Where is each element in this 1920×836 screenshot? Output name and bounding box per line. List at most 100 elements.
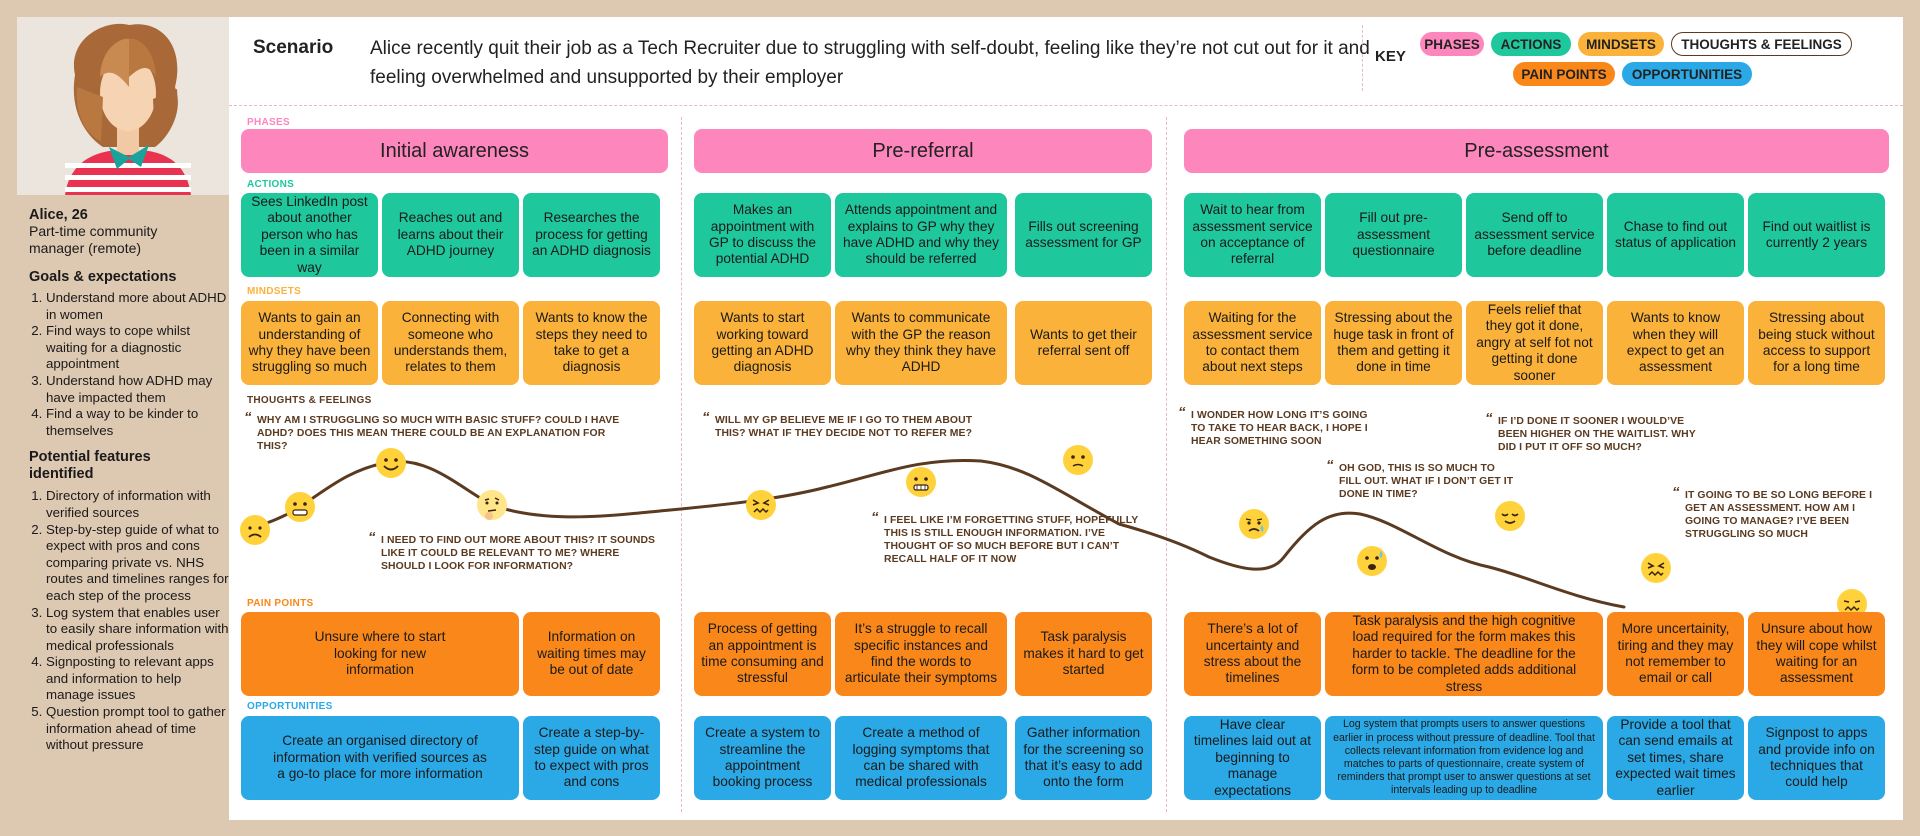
thought-quote: “Why am I struggling so much with basic … <box>244 409 620 452</box>
opportunity-card: Gather information for the screening so … <box>1015 716 1152 800</box>
stressed-face-icon <box>1837 589 1867 619</box>
key-opportunities: OPPORTUNITIES <box>1622 62 1752 86</box>
section-label-phases: PHASES <box>247 117 290 128</box>
thought-text: Why am I struggling so much with basic s… <box>257 415 620 452</box>
thought-text: I wonder how long it’s going to take to … <box>1191 410 1368 447</box>
action-card: Reaches out and learns about their ADHD … <box>382 193 519 277</box>
opportunity-card: Create a step-by-step guide on what to e… <box>523 716 660 800</box>
phase-pre-assessment: Pre-assessment <box>1184 129 1889 173</box>
action-card: Sees LinkedIn post about another person … <box>241 193 378 277</box>
mindset-card: Connecting with someone who understands … <box>382 301 519 385</box>
persona-details: Alice, 26 Part-time community manager (r… <box>29 207 229 754</box>
feature-item: Step-by-step guide of what to expect wit… <box>46 522 229 605</box>
action-card: Find out waitlist is currently 2 years <box>1748 193 1885 277</box>
thought-quote: “Will my GP believe me if I go to them a… <box>702 409 973 439</box>
sad-face-icon <box>240 515 270 545</box>
persona-panel: Alice, 26 Part-time community manager (r… <box>17 17 229 820</box>
scenario-text: Alice recently quit their job as a Tech … <box>370 38 1370 88</box>
pain-point-card: Unsure where to start looking for new in… <box>241 612 519 696</box>
phase-divider-1 <box>681 117 682 812</box>
section-label-pain-points: PAIN POINTS <box>247 598 314 609</box>
opportunity-card: Log system that prompts users to answer … <box>1325 716 1603 800</box>
goal-item: Find ways to cope whilst waiting for a d… <box>46 323 229 373</box>
opportunity-card: Signpost to apps and provide info on tec… <box>1748 716 1885 800</box>
pain-point-card: Task paralysis and the high cognitive lo… <box>1325 612 1603 696</box>
features-list: Directory of information with verified s… <box>29 488 229 754</box>
thought-quote: “I need to find out more about this? It … <box>368 529 656 572</box>
mindset-card: Wants to start working toward getting an… <box>694 301 831 385</box>
key-actions: ACTIONS <box>1491 32 1571 56</box>
smile-face-icon <box>376 448 406 478</box>
header-separator <box>229 105 1903 106</box>
key-label: KEY <box>1375 48 1406 65</box>
section-label-mindsets: MINDSETS <box>247 286 302 297</box>
action-card: Makes an appointment with GP to discuss … <box>694 193 831 277</box>
goal-item: Understand more about ADHD in women <box>46 290 229 323</box>
feature-item: Signposting to relevant apps and informa… <box>46 654 229 704</box>
section-label-opportunities: OPPORTUNITIES <box>247 701 333 712</box>
thought-text: Will my GP believe me if I go to them ab… <box>715 415 973 439</box>
stressed-face-icon <box>1641 553 1671 583</box>
thought-text: Oh god, this is so much to fill out. Wha… <box>1339 463 1514 500</box>
mindset-card: Stressing about being stuck without acce… <box>1748 301 1885 385</box>
mindset-card: Wants to get their referral sent off <box>1015 301 1152 385</box>
action-card: Attends appointment and explains to GP w… <box>835 193 1007 277</box>
mindset-card: Wants to communicate with the GP the rea… <box>835 301 1007 385</box>
pain-point-card: Task paralysis makes it hard to get star… <box>1015 612 1152 696</box>
grimace-face-icon <box>906 467 936 497</box>
pain-point-card: Process of getting an appointment is tim… <box>694 612 831 696</box>
thought-text: If I’d done it sooner I would’ve been hi… <box>1498 416 1696 453</box>
action-card: Researches the process for getting an AD… <box>523 193 660 277</box>
persona-name: Alice, 26 <box>29 207 88 223</box>
action-card: Chase to find out status of application <box>1607 193 1744 277</box>
anxious-sweat-face-icon <box>1357 546 1387 576</box>
section-label-actions: ACTIONS <box>247 179 295 190</box>
goal-item: Understand how ADHD may have impacted th… <box>46 373 229 406</box>
uncertain-face-icon <box>1063 445 1093 475</box>
mindset-card: Stressing about the huge task in front o… <box>1325 301 1462 385</box>
worried-sweat-face-icon <box>1239 509 1269 539</box>
feature-item: Directory of information with verified s… <box>46 488 229 521</box>
persona-avatar <box>17 17 229 195</box>
key-thoughts-feelings: THOUGHTS & FEELINGS <box>1671 32 1852 56</box>
grimace-face-icon <box>285 492 315 522</box>
phase-divider-2 <box>1166 117 1167 812</box>
action-card: Fill out pre-assessment questionnaire <box>1325 193 1462 277</box>
section-label-thoughts: THOUGHTS & FEELINGS <box>247 395 372 406</box>
stressed-face-icon <box>746 490 776 520</box>
feature-item: Log system that enables user to easily s… <box>46 605 229 655</box>
pain-point-card: More uncertainity, tiring and they may n… <box>1607 612 1744 696</box>
thought-quote: “I wonder how long it’s going to take to… <box>1178 404 1368 447</box>
mindset-card: Wants to know when they will expect to g… <box>1607 301 1744 385</box>
goals-list: Understand more about ADHD in women Find… <box>29 290 229 439</box>
feature-item: Question prompt tool to gather informati… <box>46 704 229 754</box>
thought-quote: “Oh god, this is so much to fill out. Wh… <box>1326 457 1514 500</box>
pain-point-card: Unsure about how they will cope whilst w… <box>1748 612 1885 696</box>
mindset-card: Wants to gain an understanding of why th… <box>241 301 378 385</box>
thought-quote: “It going to be so long before I get an … <box>1672 484 1873 540</box>
goals-heading: Goals & expectations <box>29 269 177 285</box>
action-card: Fills out screening assessment for GP <box>1015 193 1152 277</box>
header-divider <box>1362 25 1363 91</box>
goal-item: Find a way to be kinder to themselves <box>46 406 229 439</box>
opportunity-card: Provide a tool that can send emails at s… <box>1607 716 1744 800</box>
phase-initial-awareness: Initial awareness <box>241 129 668 173</box>
phase-pre-referral: Pre-referral <box>694 129 1152 173</box>
opportunity-card: Create a method of logging symptoms that… <box>835 716 1007 800</box>
thought-text: It going to be so long before I get an a… <box>1685 490 1873 540</box>
pain-point-card: Information on waiting times may be out … <box>523 612 660 696</box>
opportunity-card: Create a system to streamline the appoin… <box>694 716 831 800</box>
mindset-card: Feels relief that they got it done, angr… <box>1466 301 1603 385</box>
persona-role: Part-time community manager (remote) <box>29 223 158 256</box>
thought-quote: “If I’d done it sooner I would’ve been h… <box>1485 410 1696 453</box>
relieved-face-icon <box>1495 501 1525 531</box>
scenario-header: Scenario Alice recently quit their job a… <box>229 17 1903 105</box>
mindset-card: Wants to know the steps they need to tak… <box>523 301 660 385</box>
action-card: Wait to hear from assessment service on … <box>1184 193 1321 277</box>
journey-map: Scenario Alice recently quit their job a… <box>229 17 1903 820</box>
key-mindsets: MINDSETS <box>1578 32 1664 56</box>
key-phases: PHASES <box>1420 32 1484 56</box>
pain-point-card: There’s a lot of uncertainty and stress … <box>1184 612 1321 696</box>
pain-point-card: It’s a struggle to recall specific insta… <box>835 612 1007 696</box>
